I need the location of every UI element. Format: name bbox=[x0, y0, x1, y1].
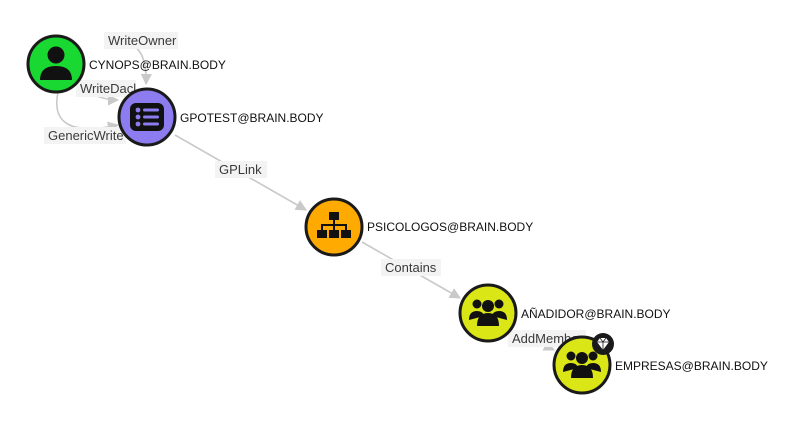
edge-label-genericwrite: GenericWrite bbox=[44, 127, 126, 144]
group-icon bbox=[563, 351, 601, 378]
node-label-gpotest: GPOTEST@BRAIN.BODY bbox=[180, 111, 324, 125]
node-empresas[interactable]: EMPRESAS@BRAIN.BODY bbox=[552, 333, 768, 395]
node-label-anadidor: AÑADIDOR@BRAIN.BODY bbox=[521, 307, 671, 321]
gem-icon bbox=[592, 333, 614, 355]
node-label-empresas: EMPRESAS@BRAIN.BODY bbox=[615, 359, 768, 373]
svg-text:GenericWrite: GenericWrite bbox=[48, 128, 124, 143]
org-tree-icon bbox=[317, 212, 351, 238]
edge-label-writedacl: WriteDacl bbox=[76, 80, 136, 97]
node-cynops[interactable]: CYNOPS@BRAIN.BODY bbox=[26, 34, 226, 94]
node-anadidor[interactable]: AÑADIDOR@BRAIN.BODY bbox=[458, 283, 671, 343]
node-psicologos[interactable]: PSICOLOGOS@BRAIN.BODY bbox=[304, 197, 533, 257]
user-icon bbox=[40, 46, 72, 80]
svg-text:Contains: Contains bbox=[385, 260, 437, 275]
svg-text:WriteOwner: WriteOwner bbox=[108, 33, 177, 48]
edge-label-gplink: GPLink bbox=[215, 161, 267, 178]
svg-text:GPLink: GPLink bbox=[219, 162, 262, 177]
list-icon bbox=[130, 103, 164, 131]
edge-genericwrite[interactable] bbox=[56, 91, 120, 133]
node-label-psicologos: PSICOLOGOS@BRAIN.BODY bbox=[367, 220, 533, 234]
group-icon bbox=[469, 299, 507, 326]
node-gpotest[interactable]: GPOTEST@BRAIN.BODY bbox=[117, 87, 324, 147]
node-label-cynops: CYNOPS@BRAIN.BODY bbox=[89, 58, 226, 72]
edge-label-contains: Contains bbox=[381, 259, 441, 276]
svg-text:WriteDacl: WriteDacl bbox=[80, 81, 136, 96]
edge-label-writeowner: WriteOwner bbox=[104, 32, 178, 49]
